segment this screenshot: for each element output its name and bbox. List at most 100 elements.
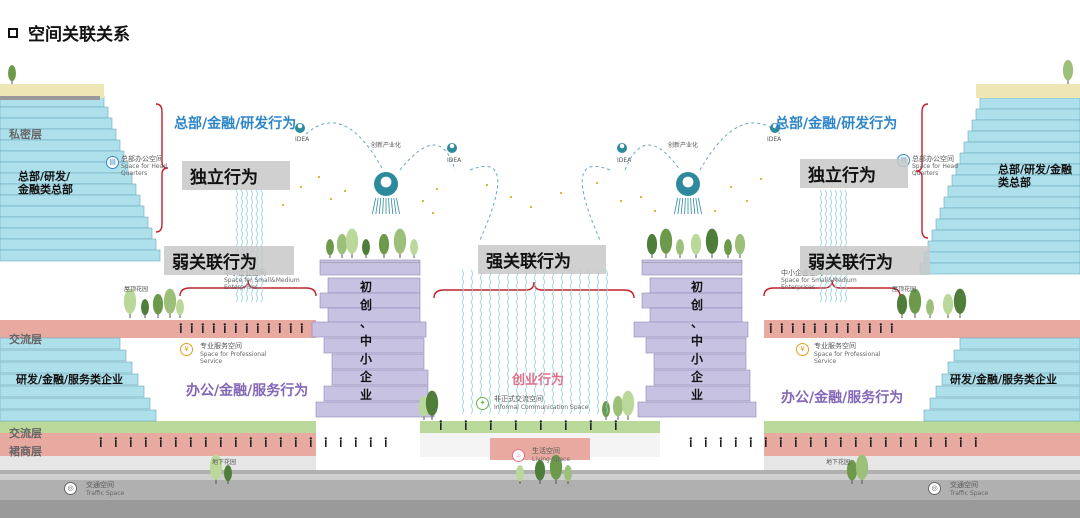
left-space-hq-cn: 总部办公空间 [121, 155, 163, 163]
person-head [99, 437, 103, 440]
person [705, 440, 707, 447]
person [880, 326, 882, 333]
wave-center [497, 269, 500, 415]
left-exchange-strip [0, 421, 316, 433]
right-tower-floor [927, 240, 1080, 253]
tree [378, 233, 390, 255]
arc-idea-3 [624, 144, 681, 171]
tree [224, 465, 232, 482]
arc-idea-1 [305, 122, 384, 171]
right-lower-floor [953, 349, 1080, 362]
tree [1062, 59, 1074, 81]
person-head [339, 437, 342, 440]
idea-spark [730, 186, 732, 188]
left-tower-label: 初创、中小企业 [359, 280, 372, 402]
left-tower-floor [0, 249, 161, 262]
person-head [212, 323, 215, 326]
right-tower-floor [943, 196, 1080, 209]
right-exchange-strip [764, 421, 1080, 433]
person [385, 440, 387, 447]
idea-bulb-icon-2-core [449, 143, 455, 149]
person [858, 326, 860, 333]
person [720, 440, 722, 447]
left-lower-floor [0, 409, 157, 422]
person-head [802, 323, 805, 326]
person-head [114, 437, 118, 440]
rays-left [378, 197, 382, 215]
right-tower-floor [645, 337, 747, 354]
basement-garden-left [0, 456, 316, 470]
person-head [764, 437, 767, 440]
tree [549, 454, 563, 480]
idea-spark [330, 198, 332, 200]
right-tower-top [642, 262, 742, 263]
person [180, 326, 182, 333]
person-head [929, 437, 932, 440]
rays-right [690, 197, 692, 215]
person [814, 326, 816, 333]
rays-right [680, 197, 684, 215]
right-lower-floor [941, 373, 1080, 386]
tree [953, 288, 967, 314]
person-head [899, 437, 902, 440]
person [224, 326, 226, 333]
person-head [264, 437, 267, 440]
person [130, 440, 132, 447]
wave-center [587, 269, 590, 415]
idea-spark [746, 200, 748, 202]
tree [612, 395, 624, 417]
right-lower-floor [929, 397, 1080, 410]
person-head [719, 437, 722, 440]
industrialize-label-left: 创新产业化 [371, 142, 402, 149]
person [690, 440, 692, 447]
tree [564, 465, 572, 482]
tree [425, 390, 439, 416]
left-traffic-cn: 交通空间 [86, 481, 114, 489]
arc-down-right [581, 165, 611, 241]
right-traffic-en: Traffic Space [950, 490, 989, 497]
person [855, 440, 857, 447]
tree [410, 239, 418, 256]
person-head [780, 323, 783, 326]
basement-garden-right [764, 456, 1080, 470]
person-head [868, 323, 871, 326]
floor-label-exchange: 交流层 [9, 333, 42, 346]
person-head [289, 323, 292, 326]
left-tower-floor [0, 238, 157, 251]
right-tower-floor [975, 108, 1080, 121]
tree [896, 293, 908, 315]
person-head [704, 437, 707, 440]
person-head [369, 437, 372, 440]
left-roof [0, 84, 104, 98]
living-en: Living Space [532, 456, 571, 463]
bracket-weak-left [179, 279, 317, 297]
right-tower-floor [653, 353, 747, 370]
right-space-sme-en: Space for Small&Medium Enterprises [781, 277, 857, 291]
tree [336, 233, 348, 255]
tree [646, 233, 658, 255]
person [765, 440, 767, 447]
right-exchange-floor [764, 320, 1080, 338]
person-head [267, 323, 270, 326]
person [735, 440, 737, 447]
idea-spark [486, 184, 488, 186]
rays-left [388, 197, 390, 215]
idea-spark [344, 190, 346, 192]
idea-spark [530, 206, 532, 208]
person-head [324, 437, 327, 440]
person-head [564, 420, 567, 423]
left-lower-floor [0, 373, 139, 386]
office-icon: ▤ [106, 156, 119, 169]
person [220, 440, 222, 447]
person [370, 440, 372, 447]
left-tower-floor [0, 194, 141, 207]
person-head [689, 437, 692, 440]
right-tower-floor [979, 97, 1080, 110]
right-tower-floor [645, 385, 751, 402]
person [490, 423, 492, 430]
person [191, 326, 193, 333]
left-traffic-en: Traffic Space [86, 490, 125, 497]
wave-center [479, 269, 482, 415]
person [205, 440, 207, 447]
person-head [539, 420, 542, 423]
